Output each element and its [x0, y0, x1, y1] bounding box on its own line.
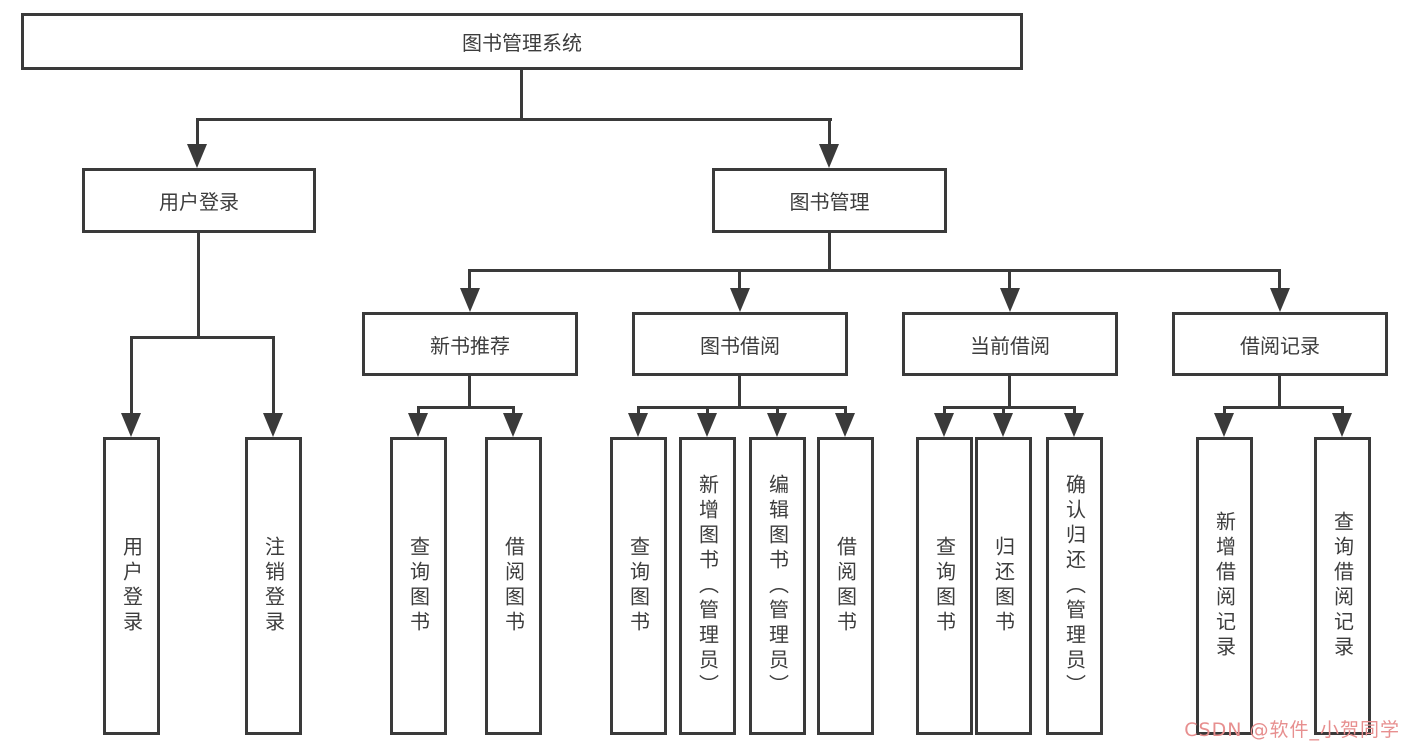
node-book-borrowing-label: 图书借阅	[700, 333, 780, 358]
arrow-down	[263, 413, 283, 437]
leaf-recommend-query-books: 查询图书	[390, 437, 447, 735]
leaf-logout: 注销登录	[245, 437, 302, 735]
leaf-borrow-borrow-books-label: 借阅图书	[833, 536, 858, 636]
leaf-borrow-add-books-admin-label: 新增图书（管理员）	[695, 473, 720, 699]
leaf-current-query-books-label: 查询图书	[932, 536, 957, 636]
connector-group-bus	[1223, 406, 1344, 409]
connector-stub	[1002, 406, 1005, 418]
connector-root-trunk	[520, 70, 523, 118]
leaf-current-return-books-label: 归还图书	[991, 536, 1016, 636]
connector-stub	[1008, 269, 1011, 291]
arrow-down	[993, 413, 1013, 437]
connector-stub	[1223, 406, 1226, 418]
arrow-down	[730, 288, 750, 312]
node-current-borrowing: 当前借阅	[902, 312, 1118, 376]
connector-stub	[1341, 406, 1344, 418]
leaf-current-confirm-return-admin-label: 确认归还（管理员）	[1062, 473, 1087, 699]
leaf-records-add-record: 新增借阅记录	[1196, 437, 1253, 735]
arrow-down	[697, 413, 717, 437]
connector-user-bus	[130, 336, 275, 339]
leaf-borrow-edit-books-admin: 编辑图书（管理员）	[749, 437, 806, 735]
connector-group-trunk	[1278, 376, 1281, 409]
node-book-management: 图书管理	[712, 168, 947, 233]
node-user-login-label: 用户登录	[159, 190, 239, 214]
leaf-borrow-add-books-admin: 新增图书（管理员）	[679, 437, 736, 735]
arrow-down	[1000, 288, 1020, 312]
node-book-management-label: 图书管理	[789, 190, 870, 214]
connector-stub	[1073, 406, 1076, 418]
connector-mgmt-trunk	[828, 233, 831, 271]
connector-stub	[468, 269, 471, 291]
arrow-down	[408, 413, 428, 437]
connector-stub	[738, 269, 741, 291]
arrow-down	[1270, 288, 1290, 312]
leaf-recommend-borrow-books: 借阅图书	[485, 437, 542, 735]
node-borrowing-records-label: 借阅记录	[1240, 333, 1320, 358]
leaf-current-return-books: 归还图书	[975, 437, 1032, 735]
arrow-down	[767, 413, 787, 437]
leaf-records-query-record-label: 查询借阅记录	[1330, 511, 1355, 661]
connector-group-trunk	[468, 376, 471, 409]
connector-stub	[512, 406, 515, 418]
leaf-records-add-record-label: 新增借阅记录	[1212, 511, 1237, 661]
leaf-borrow-query-books: 查询图书	[610, 437, 667, 735]
connector-stub	[130, 336, 133, 415]
leaf-logout-label: 注销登录	[261, 536, 286, 636]
node-root: 图书管理系统	[21, 13, 1023, 70]
arrow-down	[121, 413, 141, 437]
connector-stub	[196, 118, 199, 150]
leaf-records-query-record: 查询借阅记录	[1314, 437, 1371, 735]
leaf-current-query-books: 查询图书	[916, 437, 973, 735]
node-root-label: 图书管理系统	[462, 31, 582, 55]
connector-group-bus	[417, 406, 515, 409]
leaf-user-login: 用户登录	[103, 437, 160, 735]
connector-group-trunk	[738, 376, 741, 409]
connector-stub	[943, 406, 946, 418]
arrow-down	[460, 288, 480, 312]
arrow-down	[819, 144, 839, 168]
connector-stub	[417, 406, 420, 418]
node-new-book-recommend: 新书推荐	[362, 312, 578, 376]
connector-stub	[706, 406, 709, 418]
leaf-current-confirm-return-admin: 确认归还（管理员）	[1046, 437, 1103, 735]
arrow-down	[835, 413, 855, 437]
arrow-down	[934, 413, 954, 437]
connector-stub	[1278, 269, 1281, 291]
arrow-down	[1064, 413, 1084, 437]
arrow-down	[1214, 413, 1234, 437]
leaf-borrow-edit-books-admin-label: 编辑图书（管理员）	[765, 473, 790, 699]
leaf-borrow-query-books-label: 查询图书	[626, 536, 651, 636]
arrow-down	[1332, 413, 1352, 437]
connector-stub	[844, 406, 847, 418]
node-user-login: 用户登录	[82, 168, 316, 233]
connector-stub	[637, 406, 640, 418]
connector-stub	[776, 406, 779, 418]
connector-user-trunk	[197, 233, 200, 336]
leaf-recommend-borrow-books-label: 借阅图书	[501, 536, 526, 636]
arrow-down	[628, 413, 648, 437]
connector-group-bus	[637, 406, 847, 409]
csdn-watermark: CSDN @软件_小贺同学	[1184, 719, 1400, 741]
connector-stub	[828, 118, 831, 150]
node-borrowing-records: 借阅记录	[1172, 312, 1388, 376]
leaf-user-login-label: 用户登录	[119, 536, 144, 636]
node-book-borrowing: 图书借阅	[632, 312, 848, 376]
leaf-borrow-borrow-books: 借阅图书	[817, 437, 874, 735]
node-current-borrowing-label: 当前借阅	[970, 333, 1050, 358]
connector-level1-bus	[196, 118, 832, 121]
connector-stub	[272, 336, 275, 415]
node-new-book-recommend-label: 新书推荐	[430, 333, 510, 358]
arrow-down	[503, 413, 523, 437]
leaf-recommend-query-books-label: 查询图书	[406, 536, 431, 636]
arrow-down	[187, 144, 207, 168]
connector-level2-bus	[468, 269, 1281, 272]
connector-group-trunk	[1008, 376, 1011, 409]
connector-group-bus	[943, 406, 1076, 409]
